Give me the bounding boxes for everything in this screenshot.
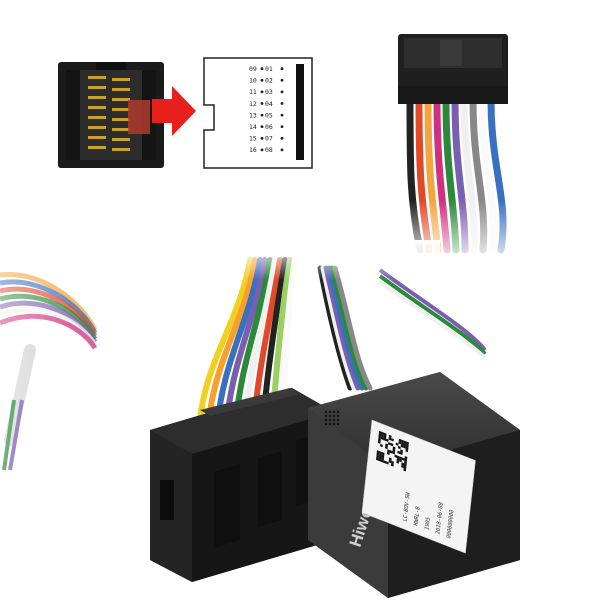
pin [112,88,130,91]
pin [88,96,106,99]
pin-number-right: 02 [265,77,273,85]
sticker-text: LC-BOV-SW [403,491,412,523]
pin-dot [280,136,284,140]
pin-dot [280,113,284,117]
pin-number-left: 14 [249,123,257,131]
wire [320,265,357,391]
speaker-hole [332,422,336,426]
pin-number-left: 13 [249,111,257,119]
speaker-hole [332,414,336,418]
pin-dot [260,67,264,71]
pin-number-left: 11 [249,88,257,96]
sticker-text: HWRL-B [414,505,422,527]
pin-dot [280,148,284,152]
pin-number-left: 12 [249,100,257,108]
wire [317,265,353,391]
pin-number-right: 03 [265,88,273,96]
speaker-hole [336,414,340,418]
speaker-hole [336,410,340,414]
wire [326,265,365,391]
pin [88,136,106,139]
pin-dot [260,102,264,105]
pin-number-right: 07 [265,135,273,143]
pin-number-left: 16 [249,146,257,154]
pin-dot [280,102,284,105]
pin [88,106,106,109]
pin-dot [260,148,264,152]
pin [88,116,106,119]
pin [112,78,130,81]
pin-dot [260,125,264,129]
pin-number-left: 15 [249,135,257,143]
arrow-icon [152,86,196,136]
wire [378,274,487,356]
pin [112,98,130,101]
harness-connector-top [380,34,540,270]
pin [88,126,106,129]
speaker-hole [332,410,336,414]
wire [206,257,258,423]
pin-dot [260,113,264,117]
pin-number-right: 05 [265,111,273,119]
speaker-hole [336,422,340,426]
wire [323,265,361,391]
pin-dot [260,136,264,140]
pin-dot [260,78,264,82]
harness-plug [150,388,334,582]
speaker-hole [328,410,332,414]
pin-number-right: 08 [265,146,273,154]
pin [88,76,106,79]
pin-dot [280,125,284,129]
speaker-hole [324,410,328,414]
pin [112,138,130,141]
sticker-text: 2018-06-08 [435,501,444,536]
wire [332,265,373,391]
pin [112,148,130,151]
speaker-hole [336,418,340,422]
sticker-text: 000000000 [446,508,455,540]
pin-number-right: 06 [265,123,273,131]
pin-dot [260,90,264,94]
wire [197,257,253,423]
pin-dot [280,90,284,94]
speaker-hole [324,418,328,422]
pin [88,86,106,89]
pin-number-left: 10 [249,77,257,85]
pin [88,146,106,149]
pinout-diagram: 09 01 10 02 11 03 12 04 13 05 14 06 15 07 16 08 [203,57,313,169]
pin [112,108,130,111]
qr-code-icon [375,430,409,472]
product-sticker [361,419,476,554]
speaker-hole [328,418,332,422]
sticker-text: 1905 [425,516,432,531]
wire [329,265,369,391]
speaker-hole [324,414,328,418]
wire [378,280,487,360]
pin-dot [280,67,284,71]
speaker-hole [332,418,336,422]
pin [112,118,130,121]
connector-face-view [58,62,164,168]
pin-dot [280,78,284,82]
speaker-hole [324,422,328,426]
pin-number-right: 04 [265,100,273,108]
pin [112,128,130,131]
pin-number-left: 09 [249,65,257,73]
speaker-hole [328,414,332,418]
pin-number-right: 01 [265,65,273,73]
speaker-hole [328,422,332,426]
